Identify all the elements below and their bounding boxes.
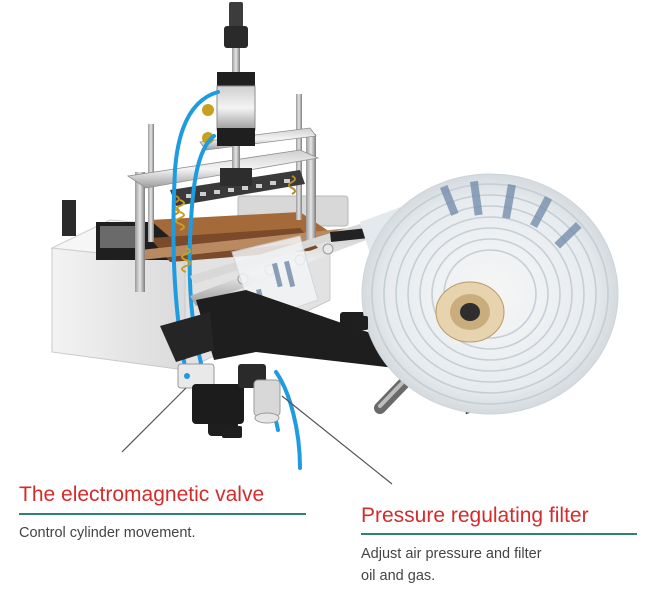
filter-title-underline xyxy=(361,533,637,535)
feed-rollers xyxy=(190,224,366,323)
valve-title: The electromagnetic valve xyxy=(19,483,265,506)
valve-filter-unit xyxy=(177,363,281,424)
tube-springs xyxy=(175,199,191,273)
blade-assembly xyxy=(140,212,360,262)
filter-description-line-2: oil and gas. xyxy=(361,568,436,584)
air-cylinder xyxy=(202,2,256,186)
machine-feet xyxy=(222,316,368,438)
valve-leader-line xyxy=(121,387,187,453)
valve-description: Control cylinder movement. xyxy=(19,525,196,541)
filter-leader-line xyxy=(281,395,393,485)
film-roll xyxy=(360,173,619,415)
filter-description-line-1: Adjust air pressure and filter xyxy=(361,546,542,562)
valve-title-underline xyxy=(19,513,306,515)
filter-title: Pressure regulating filter xyxy=(361,504,589,527)
